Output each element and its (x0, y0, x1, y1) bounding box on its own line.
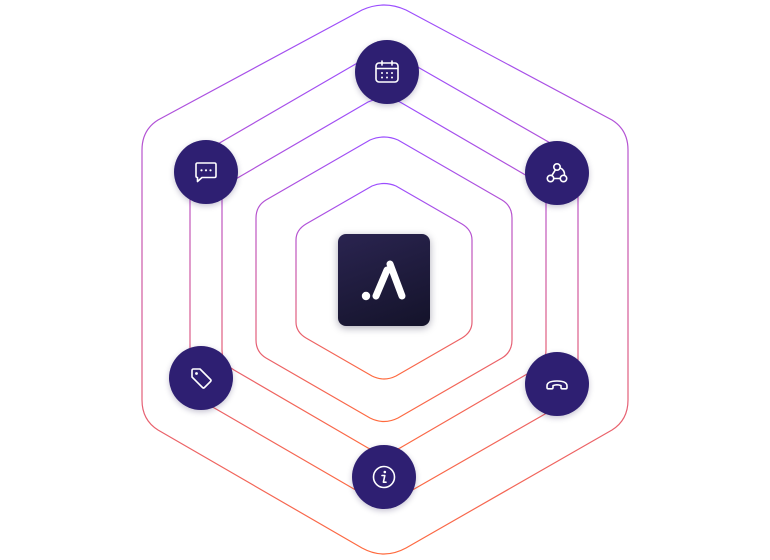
tag-node[interactable] (169, 346, 233, 410)
info-node[interactable] (352, 445, 416, 509)
chat-node[interactable] (174, 140, 238, 204)
phone-icon (546, 380, 568, 390)
hexagon-ring-innermost (295, 182, 473, 380)
webhook-node[interactable] (525, 141, 589, 205)
info-icon (372, 465, 396, 489)
phone-node[interactable] (525, 352, 589, 416)
hexagon-ring-second-inner (255, 136, 513, 423)
chat-icon (195, 162, 217, 183)
tag-icon (191, 368, 212, 389)
hexagon-ring-outer (141, 4, 629, 555)
brand-logo-tile (338, 234, 430, 326)
webhook-icon (546, 163, 568, 183)
calendar-node[interactable] (355, 40, 419, 104)
brand-logo-icon (361, 260, 406, 301)
calendar-icon (375, 60, 399, 83)
